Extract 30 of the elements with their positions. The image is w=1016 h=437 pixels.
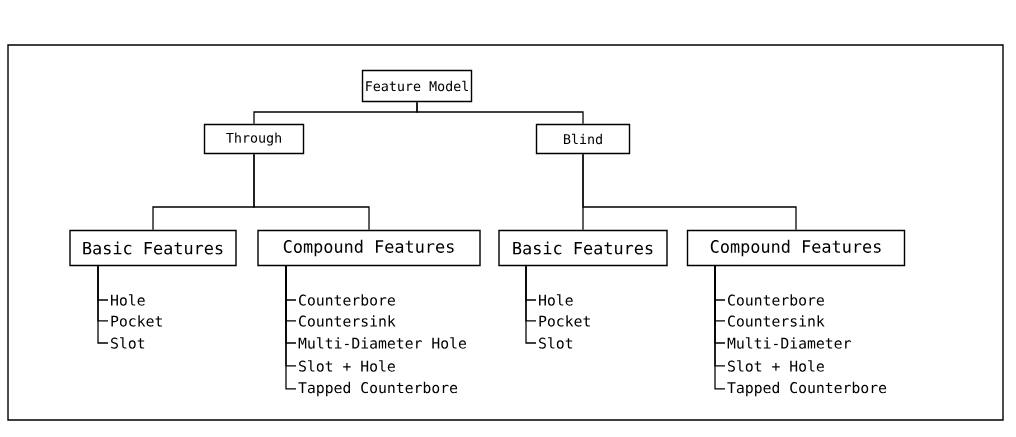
- feature-box: Feature Model: [361, 69, 473, 103]
- tree-connector: [97, 265, 109, 344]
- list-item: Slot + Hole: [299, 360, 395, 372]
- tree-connector: [253, 153, 370, 231]
- list-item: Tapped Counterbore: [298, 381, 458, 397]
- tree-connector: [416, 101, 584, 125]
- list-item: Counterbore: [728, 294, 824, 306]
- list-item: Hole: [539, 294, 573, 306]
- tree-connector: [525, 265, 537, 344]
- list-item: Pocket: [111, 315, 162, 327]
- feature-box: Blind: [535, 123, 631, 155]
- tree-connector: [582, 153, 797, 231]
- list-item: Countersink: [728, 315, 825, 327]
- list-item: Multi-Diameter: [727, 337, 851, 349]
- list-item: Tapped Counterbore: [727, 381, 887, 397]
- list-item: Multi-Diameter Hole: [298, 337, 466, 349]
- feature-box: Basic Features: [69, 229, 237, 267]
- list-item: Pocket: [539, 315, 590, 327]
- list-item: Countersink: [299, 315, 396, 327]
- feature-box: Compound Features: [257, 229, 481, 267]
- list-item: Hole: [111, 294, 145, 306]
- list-item: Counterbore: [299, 294, 395, 306]
- list-item: Slot + Hole: [728, 360, 824, 372]
- feature-box: Through: [203, 123, 305, 155]
- list-item: Slot: [111, 337, 145, 349]
- feature-box: Basic Features: [498, 229, 668, 267]
- feature-box: Compound Features: [686, 229, 906, 267]
- tree-connector: [285, 265, 297, 390]
- list-item: Slot: [539, 337, 573, 349]
- tree-connector: [714, 265, 726, 390]
